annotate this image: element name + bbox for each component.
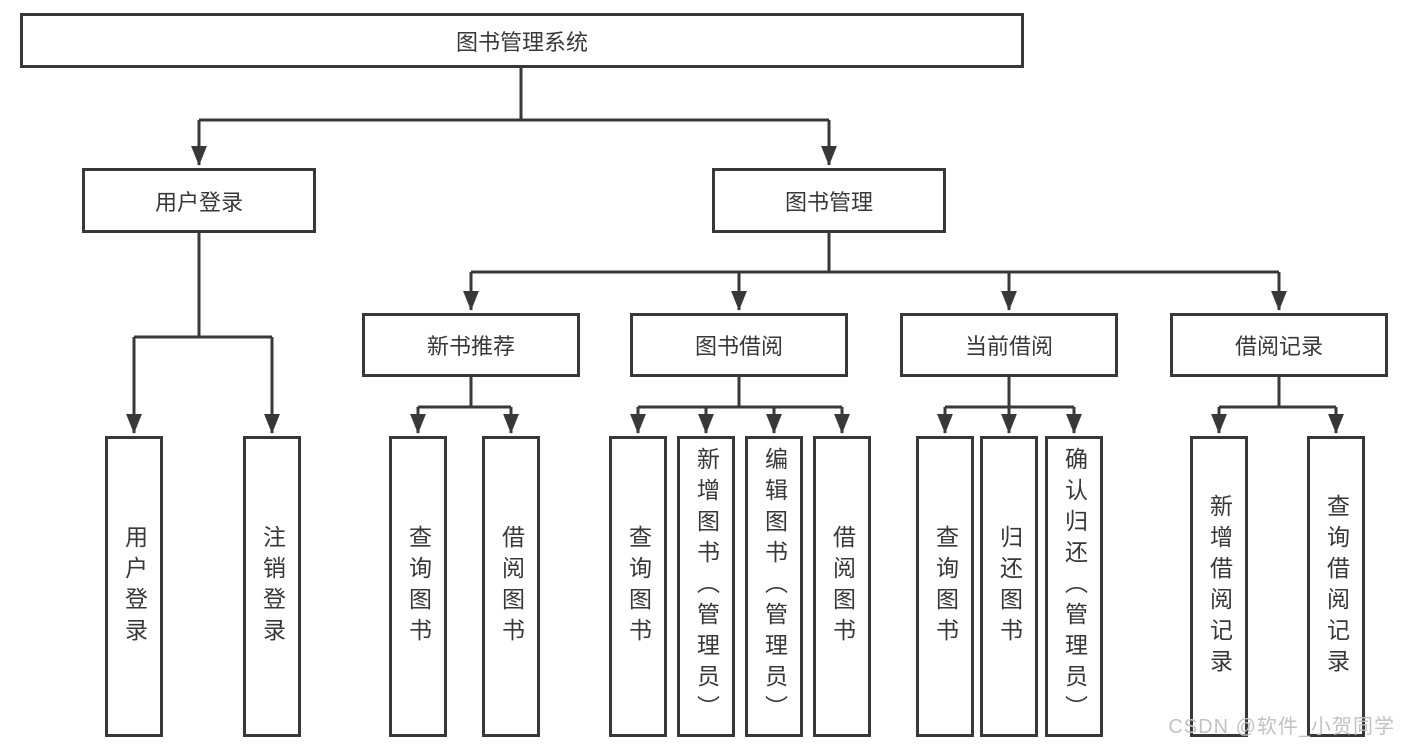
leaf-label: 查询图书 <box>405 524 432 649</box>
leaf-query-books-recommend: 查询图书 <box>389 436 447 737</box>
leaf-add-books-admin: 新增图书（管理员） <box>677 436 735 737</box>
leaf-label: 注销登录 <box>259 524 286 649</box>
csdn-watermark: CSDN @软件_小贺同学 <box>1168 716 1395 738</box>
leaf-user-login: 用户登录 <box>105 436 163 737</box>
node-library-management-system: 图书管理系统 <box>20 13 1024 68</box>
leaf-edit-books-admin: 编辑图书（管理员） <box>745 436 803 737</box>
leaf-borrow-books: 借阅图书 <box>813 436 871 737</box>
leaf-logout: 注销登录 <box>243 436 301 737</box>
node-current-borrowing: 当前借阅 <box>900 313 1118 377</box>
node-book-management-branch: 图书管理 <box>712 168 946 233</box>
leaf-label: 查询借阅记录 <box>1323 493 1350 680</box>
leaf-query-borrow-record: 查询借阅记录 <box>1307 436 1365 737</box>
leaf-label: 新增借阅记录 <box>1206 493 1233 680</box>
leaf-add-borrow-record: 新增借阅记录 <box>1190 436 1248 737</box>
leaf-borrow-books-recommend: 借阅图书 <box>482 436 540 737</box>
leaf-label: 借阅图书 <box>829 524 856 649</box>
leaf-label: 归还图书 <box>996 524 1023 649</box>
node-borrowing-records: 借阅记录 <box>1170 313 1388 377</box>
leaf-label: 查询图书 <box>932 524 959 649</box>
leaf-label: 编辑图书（管理员） <box>761 447 788 726</box>
leaf-query-books-current: 查询图书 <box>916 436 974 737</box>
leaf-confirm-return-admin: 确认归还（管理员） <box>1045 436 1103 737</box>
leaf-query-books-borrowing: 查询图书 <box>609 436 667 737</box>
node-book-borrowing: 图书借阅 <box>630 313 848 377</box>
leaf-return-books: 归还图书 <box>980 436 1038 737</box>
leaf-label: 查询图书 <box>625 524 652 649</box>
leaf-label: 确认归还（管理员） <box>1061 447 1088 726</box>
leaf-label: 借阅图书 <box>498 524 525 649</box>
node-new-book-recommendation: 新书推荐 <box>362 313 580 377</box>
node-user-login-branch: 用户登录 <box>82 168 316 233</box>
leaf-label: 用户登录 <box>121 524 148 649</box>
leaf-label: 新增图书（管理员） <box>693 447 720 726</box>
